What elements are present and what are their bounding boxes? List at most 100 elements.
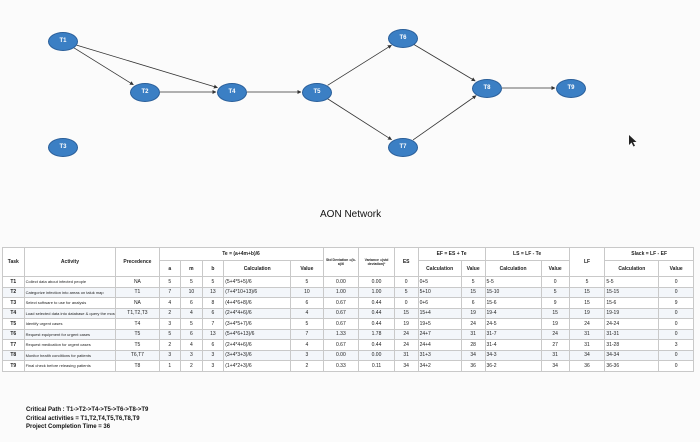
cell-te-calc: (2+4*4+6)/6 — [223, 307, 292, 319]
cell-ls-val: 31 — [540, 349, 570, 361]
cell-sd: 0.00 — [322, 276, 360, 288]
aon-network-diagram — [73, 44, 556, 141]
cell-precedence: T5 — [115, 339, 160, 351]
cell-b: 6 — [201, 307, 225, 319]
header-es: ES — [393, 247, 419, 277]
edge-t5-t6 — [327, 44, 392, 86]
cell-sd: 0.00 — [322, 349, 360, 361]
cell-a: 1 — [158, 360, 182, 372]
cell-sd: 1.00 — [322, 286, 360, 298]
cell-precedence: T4 — [115, 318, 160, 330]
cell-a: 2 — [158, 307, 182, 319]
cell-lf: 19 — [568, 307, 606, 319]
cell-precedence: NA — [115, 297, 160, 309]
cell-ef-val: 34 — [460, 349, 486, 361]
cell-te-calc: (7+4*10+13)/6 — [223, 286, 292, 298]
cell-var: 0.44 — [358, 307, 395, 319]
cell-task: T7 — [2, 339, 25, 351]
cell-a: 2 — [158, 339, 182, 351]
cell-te-calc: (5+4*6+13)/6 — [223, 328, 292, 340]
cell-sl-calc: 15-15 — [604, 286, 660, 298]
cell-ls-calc: 31-7 — [484, 328, 542, 340]
cell-var: 0.00 — [358, 349, 395, 361]
cell-precedence: T1,T2,T3 — [115, 307, 160, 319]
cell-a: 3 — [158, 349, 182, 361]
summary-footer: Critical Path : T1->T2->T4->T5->T6->T8->… — [26, 406, 148, 432]
cell-te-calc: (2+4*4+6)/6 — [223, 339, 292, 351]
cell-es: 15 — [393, 307, 419, 319]
cell-task: T3 — [2, 297, 25, 309]
edge-t5-t7 — [327, 98, 392, 141]
cell-var: 0.44 — [358, 297, 395, 309]
critical-activities-text: Critical activities = T1,T2,T4,T5,T6,T8,… — [26, 415, 140, 422]
header-slack-formula: Slack = LF - EF — [604, 247, 694, 261]
header-ls-value: Value — [540, 260, 570, 277]
network-title: AON Network — [320, 209, 382, 220]
cell-ls-calc: 15-10 — [484, 286, 542, 298]
cell-b: 3 — [201, 349, 225, 361]
cell-es: 24 — [393, 339, 419, 351]
edge-t1-t2 — [73, 47, 134, 86]
header-ls-formula: LS = LF - Te — [484, 247, 570, 261]
cell-m: 4 — [180, 307, 203, 319]
cell-a: 5 — [158, 328, 182, 340]
header-variance: Variance =(std deviation)² — [358, 247, 395, 277]
cell-ef-val: 28 — [460, 339, 486, 351]
header-ls-calculation: Calculation — [484, 260, 542, 277]
completion-time-text: Project Completion Time = 36 — [26, 424, 111, 430]
edge-t1-t4 — [76, 44, 218, 89]
cell-lf: 24 — [568, 318, 606, 330]
cell-precedence: T1 — [115, 286, 160, 298]
cell-task: T2 — [2, 286, 25, 298]
cell-es: 0 — [393, 297, 419, 309]
cell-ef-val: 36 — [460, 360, 486, 372]
cell-sl-val: 0 — [658, 307, 694, 319]
cell-ls-calc: 19-4 — [484, 307, 542, 319]
cell-lf: 31 — [568, 328, 606, 340]
cell-ef-calc: 31+3 — [417, 349, 462, 361]
mouse-cursor-icon — [629, 135, 637, 147]
cell-m: 5 — [180, 318, 203, 330]
cell-te-val: 6 — [290, 297, 324, 309]
cell-ef-val: 5 — [460, 276, 486, 288]
header-ef-formula: EF = ES + Te — [417, 247, 486, 261]
cell-b: 8 — [201, 297, 225, 309]
header-te-formula: Te = (a+4m+b)/6 — [158, 247, 324, 261]
cell-te-calc: (4+4*6+8)/6 — [223, 297, 292, 309]
cell-ef-calc: 24+7 — [417, 328, 462, 340]
node-t5: T5 — [302, 82, 332, 102]
node-t3: T3 — [48, 137, 78, 157]
cell-b: 6 — [201, 339, 225, 351]
cell-lf: 34 — [568, 349, 606, 361]
cell-activity: Collect data about infected people — [23, 276, 117, 288]
node-t8: T8 — [472, 78, 502, 98]
cell-sl-calc: 31-28 — [604, 339, 660, 351]
header-m: m — [180, 260, 203, 277]
cell-te-val: 3 — [290, 349, 324, 361]
cell-b: 5 — [201, 276, 225, 288]
cell-ls-calc: 24-5 — [484, 318, 542, 330]
table-group-header-row: Task Activity Precedence Te = (a+4m+b)/6… — [2, 247, 694, 277]
cell-ef-val: 6 — [460, 297, 486, 309]
critical-path-text: Critical Path : T1->T2->T4->T5->T6->T8->… — [26, 407, 149, 413]
cell-sl-calc: 5-5 — [604, 276, 660, 288]
header-b: b — [201, 260, 225, 277]
cell-b: 3 — [201, 360, 225, 372]
cell-es: 24 — [393, 328, 419, 340]
cell-ef-calc: 24+4 — [417, 339, 462, 351]
cell-ls-calc: 15-6 — [484, 297, 542, 309]
cell-sd: 0.67 — [322, 339, 360, 351]
cell-sl-calc: 19-19 — [604, 307, 660, 319]
cell-sl-val: 0 — [658, 328, 694, 340]
cell-te-val: 4 — [290, 307, 324, 319]
cell-m: 10 — [180, 286, 203, 298]
cell-ls-val: 34 — [540, 360, 570, 372]
cell-sl-val: 0 — [658, 349, 694, 361]
cell-ls-val: 15 — [540, 307, 570, 319]
cell-sl-val: 9 — [658, 297, 694, 309]
cell-te-val: 5 — [290, 276, 324, 288]
cell-var: 1.00 — [358, 286, 395, 298]
cell-task: T1 — [2, 276, 25, 288]
